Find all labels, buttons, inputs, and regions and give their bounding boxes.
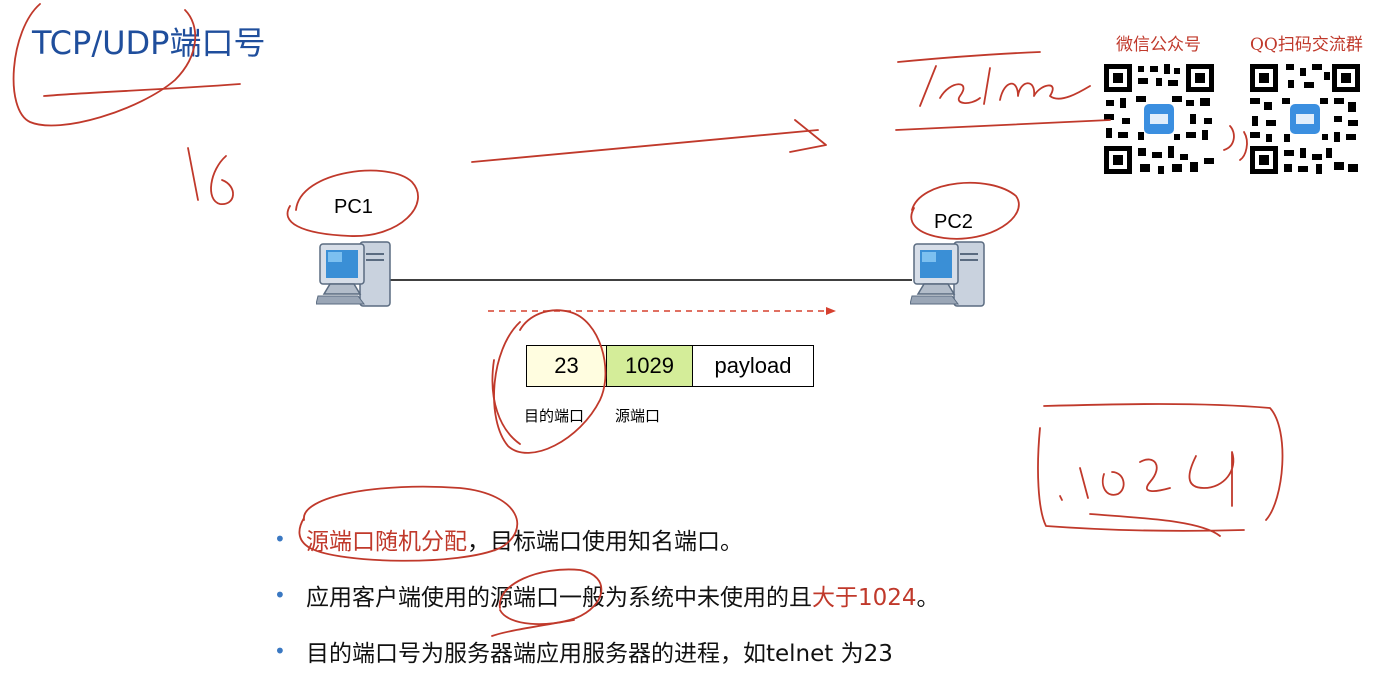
ink-1024-box-bottom xyxy=(1037,427,1245,532)
ink-telnet-ne xyxy=(999,82,1091,101)
bullet-item-2: • 应用客户端使用的源端口一般为系统中未使用的且 大于1024 。 xyxy=(274,578,940,612)
pc2-label: PC2 xyxy=(934,211,973,233)
bullet-3-text: 目的端口号为服务器端应用服务器的进程，如telnet 为23 xyxy=(306,641,893,667)
ink-bullet2-circle xyxy=(499,568,603,626)
dst-port-label: 目的端口 xyxy=(524,407,585,425)
src-port-cell: 1029 xyxy=(607,346,693,386)
wechat-qr-label: 微信公众号 xyxy=(1116,35,1201,55)
ink-1024-underline xyxy=(1089,513,1221,537)
pc1-label: PC1 xyxy=(334,196,373,218)
slide-title: TCP/UDP端口号 xyxy=(32,24,266,62)
ink-arrow-head xyxy=(789,119,827,153)
bullet-dot-icon: • xyxy=(274,639,286,663)
pc2-computer-icon[interactable] xyxy=(909,234,990,314)
ink-telnet-l xyxy=(983,67,991,105)
bullet-1-highlight: 源端口随机分配 xyxy=(306,529,467,555)
ink-1024-dot xyxy=(1059,495,1063,501)
ink-arrow-line xyxy=(471,129,819,163)
qq-qr-code-icon[interactable] xyxy=(1248,62,1362,176)
ink-dst-port-circle-2 xyxy=(491,359,521,445)
bullet-2-highlight: 大于1024 xyxy=(812,585,917,611)
ink-pc2-circle xyxy=(910,181,1020,240)
ink-pc1-circle xyxy=(286,169,419,237)
ink-digit-6 xyxy=(210,155,234,205)
bullet-item-1: • 源端口随机分配 ，目标端口使用知名端口。 xyxy=(274,522,743,556)
ink-telnet-tail-2 xyxy=(1239,131,1248,161)
ink-title-underline xyxy=(43,83,241,97)
bullet-item-3: • 目的端口号为服务器端应用服务器的进程，如telnet 为23 xyxy=(274,634,893,668)
bullet-2-suffix: 。 xyxy=(916,585,940,611)
ink-1024-2 xyxy=(1139,458,1171,492)
ink-dst-port-circle xyxy=(493,309,607,454)
ink-telnet-t-bar xyxy=(897,51,1041,63)
bullet-2-text: 应用客户端使用的源端口一般为系统中未使用的且 xyxy=(306,585,812,611)
ink-1024-4 xyxy=(1188,451,1235,507)
packet-header: 23 1029 payload xyxy=(526,345,814,387)
ink-1024-0 xyxy=(1101,471,1125,496)
qq-qr-label: QQ扫码交流群 xyxy=(1250,35,1363,55)
ink-telnet-t-stem xyxy=(919,65,937,107)
bullet-dot-icon: • xyxy=(274,527,286,551)
bullet-dot-icon: • xyxy=(274,583,286,607)
payload-cell: payload xyxy=(693,346,813,386)
ink-digit-1 xyxy=(187,147,199,201)
src-port-label: 源端口 xyxy=(615,407,661,425)
ink-telnet-tail xyxy=(1223,125,1235,151)
ink-telnet-underline xyxy=(895,119,1111,131)
pc1-computer-icon[interactable] xyxy=(315,234,396,314)
ink-1024-1 xyxy=(1079,467,1089,499)
bullet-1-text: ，目标端口使用知名端口。 xyxy=(467,529,743,555)
ink-bullet1-circle xyxy=(298,485,519,562)
ink-bullet2-stroke xyxy=(491,619,575,637)
wechat-qr-code-icon[interactable] xyxy=(1102,62,1216,176)
ink-telnet-e xyxy=(939,83,981,104)
ink-title-circle xyxy=(12,3,197,127)
dst-port-cell: 23 xyxy=(527,346,607,386)
ink-1024-box-top xyxy=(1043,403,1284,521)
